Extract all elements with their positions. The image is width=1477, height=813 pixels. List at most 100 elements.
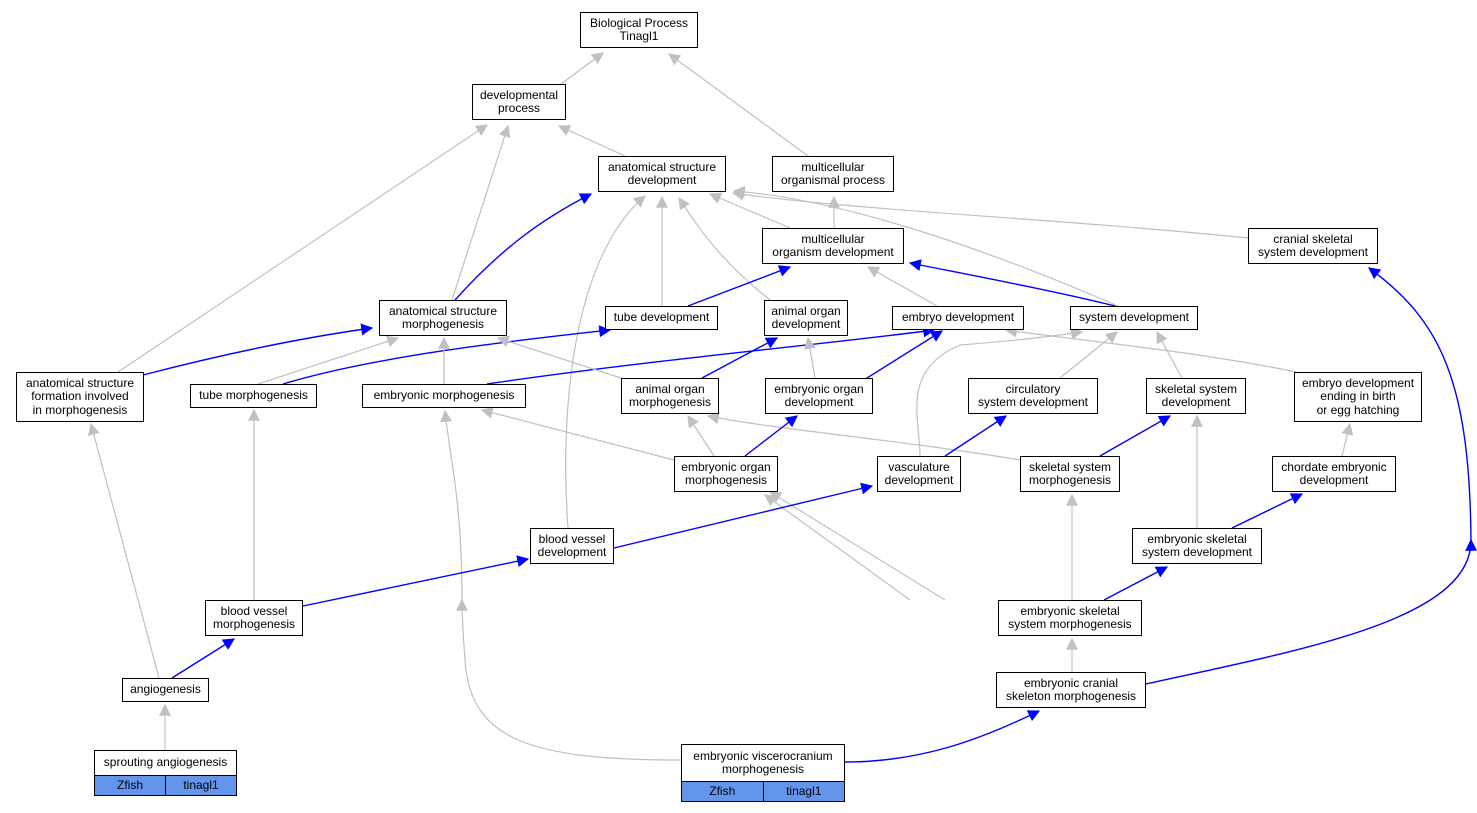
is-a-edge (768, 491, 946, 601)
is-a-edge (1004, 325, 1297, 373)
go-term-label-line: embryo development (901, 310, 1015, 325)
go-term-label-line: system development (1078, 310, 1190, 325)
part-of-edge (701, 337, 779, 379)
go-term-node-angio[interactable]: angiogenesis (122, 678, 209, 702)
go-term-label-line: ending in birth (1320, 389, 1396, 404)
part-of-edge (1231, 493, 1304, 529)
go-term-label-line: embryonic viscerocranium (693, 748, 833, 763)
go-term-label: sprouting angiogenesis (95, 751, 236, 775)
go-term-label-line: development (884, 473, 954, 487)
go-term-label-line: embryonic organ (681, 459, 771, 474)
go-term-label-line: skeletal system (1028, 459, 1112, 474)
go-term-label-line: organism development (772, 245, 894, 259)
go-term-label-line: or egg hatching (1316, 402, 1400, 417)
go-term-label-line: system morphogenesis (1008, 617, 1132, 631)
go-term-label-line: development (1161, 395, 1231, 409)
is-a-edge (803, 336, 816, 379)
part-of-edge (142, 323, 374, 376)
go-term-label-line: skeleton morphogenesis (1005, 689, 1137, 703)
go-term-label-line: organismal process (780, 173, 886, 187)
go-term-label-line: embryonic skeletal (1020, 603, 1120, 618)
annotation-species-cell[interactable]: Zfish (95, 776, 165, 795)
go-term-label-line: anatomical structure (607, 159, 717, 174)
go-term-node-embdev[interactable]: embryo development (892, 306, 1024, 330)
is-a-edge (687, 414, 715, 457)
go-term-label-line: morphogenesis (401, 317, 485, 331)
go-term-label-line: animal organ (635, 381, 705, 396)
is-a-edge (708, 192, 791, 229)
is-a-edge (557, 125, 626, 157)
part-of-edge (944, 415, 1008, 457)
is-a-edge (456, 598, 682, 761)
go-term-label-line: formation involved (31, 389, 129, 404)
go-term-label-line: morphogenesis (212, 617, 296, 631)
is-a-edge (678, 196, 771, 301)
part-of-edge (613, 482, 874, 549)
go-term-label-line: morphogenesis (721, 762, 805, 776)
go-term-label-line: animal organ (771, 303, 841, 318)
part-of-edge (486, 325, 936, 385)
annotation-gene-cell[interactable]: tinagl1 (165, 776, 236, 795)
go-term-node-tubedev[interactable]: tube development (605, 306, 718, 330)
go-term-label-line: multicellular (801, 231, 865, 246)
go-term-label-line: circulatory (1005, 381, 1061, 396)
go-term-label-line: morphogenesis (1028, 473, 1112, 487)
go-term-label-line: blood vessel (538, 531, 606, 546)
go-term-node-sysdev[interactable]: system development (1070, 306, 1198, 330)
is-a-edge (451, 124, 511, 301)
is-a-edge (1156, 330, 1183, 379)
go-term-label-line: embryonic morphogenesis (373, 388, 515, 403)
is-a-edge (732, 185, 1119, 307)
go-term-label-line: development (1299, 473, 1369, 487)
go-term-label-line: system development (977, 395, 1089, 409)
go-term-label-line: cranial skeletal (1273, 231, 1353, 246)
is-a-edge (916, 327, 1084, 457)
is-a-edge (440, 409, 463, 601)
go-term-label-line: Tinagl1 (619, 29, 659, 43)
go-term-label-line: embryo development (1301, 375, 1415, 390)
go-term-node-tubemorph[interactable]: tube morphogenesis (190, 384, 317, 408)
part-of-edge (302, 555, 530, 607)
part-of-edge (1368, 267, 1472, 551)
part-of-edge (171, 638, 236, 679)
go-term-label-line: developmental (479, 87, 559, 102)
annotation-species-cell[interactable]: Zfish (682, 782, 763, 801)
is-a-edge (1341, 422, 1354, 457)
annotation-gene-cell[interactable]: tinagl1 (762, 782, 844, 801)
edges (87, 52, 1477, 763)
go-term-node-embmorph[interactable]: embryonic morphogenesis (362, 384, 526, 408)
go-term-label-line: in morphogenesis (32, 402, 128, 417)
part-of-edge (844, 710, 1041, 763)
go-term-label-line: multicellular (801, 159, 865, 174)
part-of-edge (1099, 415, 1172, 457)
part-of-edge (744, 415, 798, 457)
